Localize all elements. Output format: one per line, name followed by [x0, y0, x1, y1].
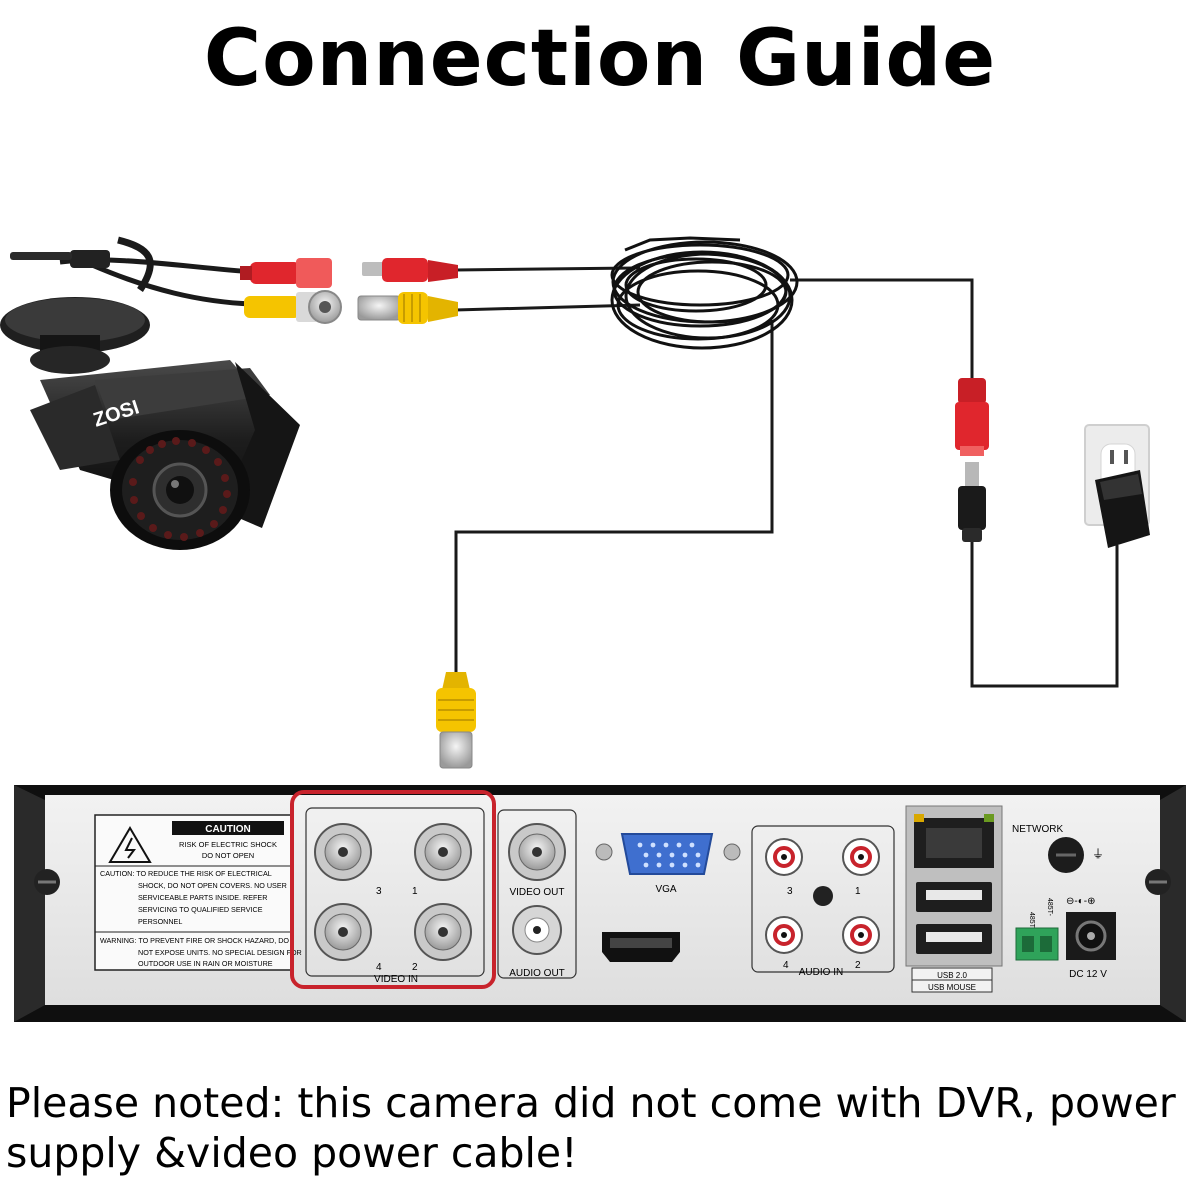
caution-body-line: SHOCK, DO NOT OPEN COVERS. NO USER	[138, 881, 287, 890]
dc-polarity-icon: ⊖-◐-⊕	[1066, 896, 1095, 907]
vga-port	[595, 833, 741, 875]
warning-line: WARNING: TO PREVENT FIRE OR SHOCK HAZARD…	[100, 936, 289, 945]
audio-in-port-1	[842, 838, 880, 876]
caution-body-line: SERVICEABLE PARTS INSIDE. REFER	[138, 893, 267, 902]
port-number: 4	[783, 960, 789, 971]
av-out-panel: VIDEO OUT AUDIO OUT	[497, 809, 577, 979]
page-title: Connection Guide	[203, 14, 997, 104]
power-cable-to-coil	[454, 266, 641, 272]
camera-main-cable	[117, 236, 154, 292]
cable-lines	[59, 236, 1119, 688]
power-adapter-male-plug	[958, 462, 986, 542]
camera-video-lead	[91, 262, 253, 307]
camera-video-female-plug	[244, 290, 342, 324]
video-in-port-3	[314, 823, 372, 881]
camera-power-female-plug	[240, 258, 332, 288]
audio-screw-icon	[813, 886, 833, 906]
caution-heading: CAUTION	[205, 824, 251, 835]
power-adapter	[1095, 470, 1150, 548]
dvr-video-bnc-plug	[436, 672, 476, 769]
audio-in-port-4	[765, 916, 803, 954]
video-in-highlight	[290, 790, 496, 989]
caution-body-line: SERVICING TO QUALIFIED SERVICE	[138, 905, 263, 914]
video-out-port	[508, 823, 566, 881]
video-cable-to-coil	[454, 303, 641, 312]
port-number: 1	[855, 886, 861, 897]
video-in-label: VIDEO IN	[374, 974, 418, 985]
coil-to-dvr-video-cable	[454, 320, 774, 672]
video-in-panel: 3 1 4 2 VIDEO IN	[305, 807, 485, 985]
port-number: 3	[376, 886, 382, 897]
ir-leds	[129, 437, 231, 541]
power-adapter-cable	[970, 540, 1119, 688]
disclaimer-note: Please noted: this camera did not come w…	[6, 1078, 1196, 1178]
port-number: 2	[412, 962, 418, 973]
camera-pigtail-connector	[70, 250, 110, 268]
bullet-camera: ZOSI	[0, 250, 300, 550]
video-in-port-4	[314, 903, 372, 961]
caution-box-line2: DO NOT OPEN	[202, 851, 254, 860]
note-line-2: supply &video power cable!	[6, 1129, 578, 1177]
vga-label: VGA	[655, 884, 676, 895]
video-in-port-2	[414, 903, 472, 961]
caution-body-line: CAUTION: TO REDUCE THE RISK OF ELECTRICA…	[100, 869, 272, 878]
video-in-port-1	[414, 823, 472, 881]
audio-out-label: AUDIO OUT	[509, 968, 565, 979]
audio-out-port	[512, 905, 562, 955]
usb-label: USB 2.0	[937, 971, 967, 980]
audio-in-label: AUDIO IN	[799, 967, 843, 978]
caution-box-line1: RISK OF ELECTRIC SHOCK	[179, 840, 277, 849]
note-line-1: Please noted: this camera did not come w…	[6, 1079, 1176, 1127]
warning-line: OUTDOOR USE IN RAIN OR MOISTURE	[138, 959, 273, 968]
shock-warning-icon	[124, 837, 136, 859]
network-usb-block	[905, 805, 1003, 967]
warning-line: NOT EXPOSE UNITS. NO SPECIAL DESIGN FOR	[138, 948, 302, 957]
ground-symbol-icon: ⏚	[1092, 847, 1104, 861]
power-cable-female-plug	[955, 378, 989, 456]
coil-to-power-cable	[790, 278, 974, 380]
rs485-plus-label: 485T+	[1028, 912, 1035, 932]
caution-label: CAUTION RISK OF ELECTRIC SHOCK DO NOT OP…	[94, 814, 302, 971]
port-number: 4	[376, 962, 382, 973]
dc-label: DC 12 V	[1069, 969, 1107, 980]
cable-power-male-plug	[362, 258, 458, 282]
caution-body-line: PERSONNEL	[138, 917, 182, 926]
port-number: 1	[412, 886, 418, 897]
dvr-recorder: CAUTION RISK OF ELECTRIC SHOCK DO NOT OP…	[14, 785, 1186, 1022]
audio-in-port-2	[842, 916, 880, 954]
port-number: 2	[855, 960, 861, 971]
cable-coil	[610, 236, 799, 350]
cable-video-bnc-plug	[357, 292, 458, 324]
audio-in-port-3	[765, 838, 803, 876]
network-label: NETWORK	[1012, 824, 1063, 835]
video-out-label: VIDEO OUT	[509, 887, 564, 898]
audio-in-panel: 3 1 4 2 AUDIO IN	[751, 825, 895, 978]
port-number: 3	[787, 886, 793, 897]
usb-mouse-label: USB MOUSE	[928, 983, 976, 992]
rs485-minus-label: 485T-	[1046, 898, 1053, 917]
